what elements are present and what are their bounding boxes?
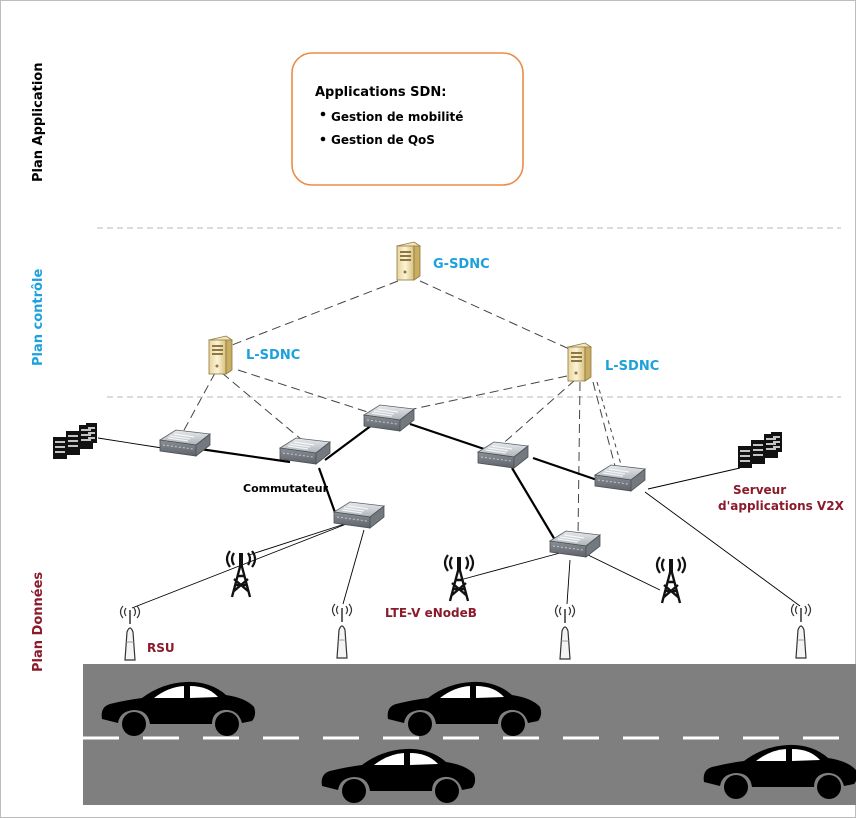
- rsu-antenna-icon: [554, 604, 576, 660]
- bullet-icon: [320, 136, 326, 142]
- local-controller-left-server-icon: [208, 335, 233, 375]
- v2x-server-label: Serveur d'applications V2X: [718, 483, 845, 513]
- enodeb-tower-icon: [655, 555, 687, 605]
- enodeb-label: LTE-V eNodeB: [385, 606, 477, 620]
- data-links-thick: [199, 422, 601, 546]
- switch-icon: [279, 437, 331, 465]
- global-controller-label: G-SDNC: [433, 257, 490, 272]
- rsu-antenna-icon: [331, 603, 353, 659]
- local-controller-right-label: L-SDNC: [605, 359, 659, 374]
- switch-icon: [594, 464, 646, 492]
- global-controller-server-icon: [396, 241, 421, 281]
- plane-label-data: Plan Données: [31, 572, 46, 672]
- rsu-label: RSU: [147, 641, 175, 655]
- switch-icon: [159, 429, 211, 457]
- enodeb-tower-icon: [225, 549, 257, 599]
- data-links-thin: [97, 437, 801, 609]
- bullet-icon: [320, 111, 326, 117]
- server-rack-left-icon: [52, 422, 98, 460]
- apps-item-qos: Gestion de QoS: [331, 133, 435, 147]
- switch-icon: [363, 404, 415, 432]
- local-controller-right-server-icon: [567, 342, 592, 382]
- sdn-applications-box: Applications SDN: Gestion de mobilité Ge…: [291, 52, 524, 186]
- local-controller-left-label: L-SDNC: [246, 348, 300, 363]
- server-rack-right-icon: [737, 431, 783, 469]
- switch-icon: [477, 441, 529, 469]
- apps-item-mobility: Gestion de mobilité: [331, 110, 463, 124]
- control-links: [182, 280, 617, 538]
- plane-label-application: Plan Application: [31, 63, 46, 182]
- switch-icon: [549, 530, 601, 558]
- rsu-antenna-icon: [790, 603, 812, 659]
- control-links-right: [596, 381, 623, 469]
- apps-box-title: Applications SDN:: [315, 85, 446, 100]
- rsu-antenna-icon: [119, 605, 141, 661]
- plane-label-control: Plan contrôle: [31, 269, 46, 366]
- switch-label: Commutateur: [243, 482, 329, 495]
- switch-icon: [333, 501, 385, 529]
